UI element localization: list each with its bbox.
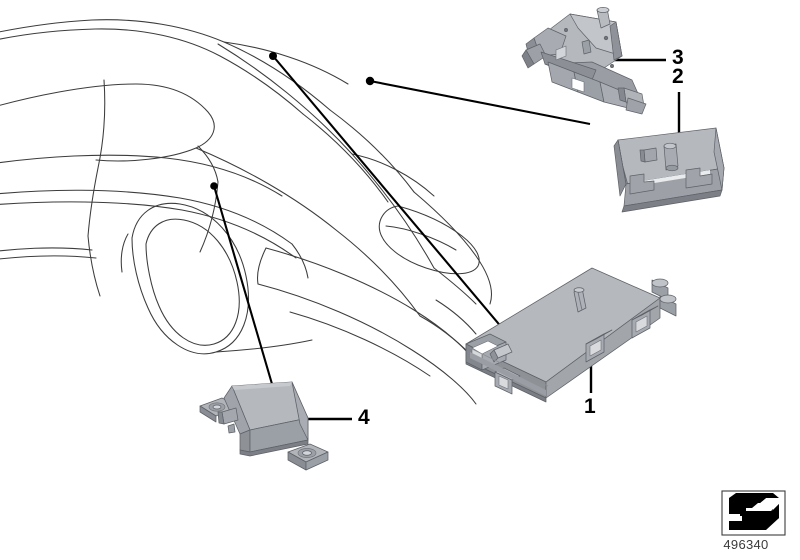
leader-line-3: [369, 79, 591, 126]
leader-anchor-dots: [210, 52, 375, 190]
anchor-dot-1: [269, 52, 277, 60]
leader-line-1: [272, 55, 520, 349]
callout-label-3: 3: [672, 46, 684, 69]
callout-label-2: 2: [672, 65, 684, 88]
anchor-dot-4: [210, 182, 218, 190]
callout-label-4: 4: [358, 406, 370, 429]
car-body-outline: [0, 19, 492, 405]
anchor-dot-3: [365, 76, 375, 86]
callout-label-1: 1: [584, 395, 596, 418]
leader-line-4: [212, 185, 274, 385]
diagram-id-label: 496340: [723, 537, 769, 552]
trunk-lid-3d-icon: [729, 493, 779, 530]
